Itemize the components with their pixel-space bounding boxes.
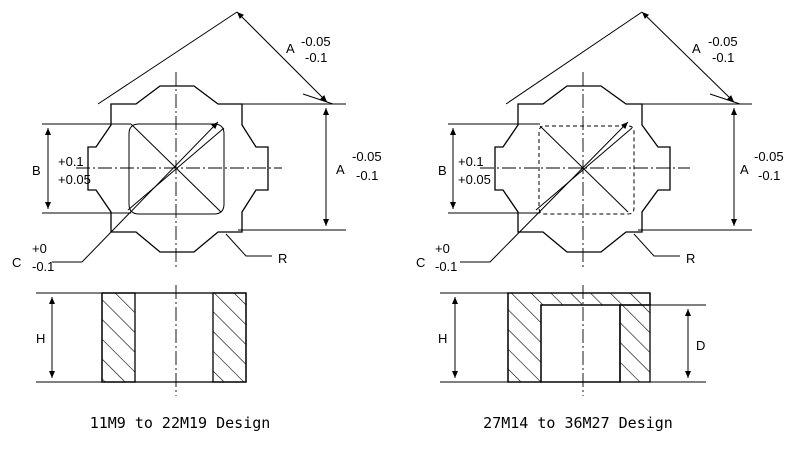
left-a-side-label: A — [336, 162, 345, 177]
left-star-outline — [87, 85, 269, 253]
right-side-hatch-right — [619, 304, 651, 383]
right-c-label: C — [416, 255, 425, 270]
right-b-label: B — [438, 163, 447, 178]
left-dim-h: H — [36, 292, 102, 383]
left-c-label: C — [12, 255, 21, 270]
right-a-side-tol-upper: -0.05 — [754, 149, 784, 164]
right-b-tol-upper: +0.1 — [458, 154, 484, 169]
right-a-top-label: A — [692, 41, 701, 56]
right-a-top-tol-lower: -0.1 — [712, 50, 734, 65]
right-inner-square — [538, 125, 635, 215]
left-side-view — [101, 285, 247, 396]
right-dim-h: H — [438, 292, 508, 383]
right-side-bore — [540, 304, 621, 383]
left-side-hatch-right — [212, 292, 247, 383]
left-b-tol-upper: +0.1 — [58, 154, 84, 169]
right-dim-a-side: A -0.05 -0.1 — [638, 103, 784, 231]
left-b-label: B — [32, 163, 41, 178]
left-diagonal-1 — [130, 123, 222, 213]
right-c-tol-upper: +0 — [435, 241, 450, 256]
right-h-label: H — [438, 331, 447, 346]
right-design: A -0.05 -0.1 A -0.05 -0.1 B +0.1 +0.05 C… — [416, 11, 784, 432]
right-a-top-tol-upper: -0.05 — [708, 34, 738, 49]
left-dim-a-top: A -0.05 -0.1 — [97, 11, 334, 105]
right-leader-c: C +0 -0.1 — [416, 121, 629, 274]
right-leader-r: R — [633, 233, 695, 266]
left-caption: 11M9 to 22M19 Design — [90, 414, 271, 432]
left-top-view — [76, 72, 282, 270]
right-side-view — [507, 285, 651, 396]
right-caption: 27M14 to 36M27 Design — [483, 414, 673, 432]
left-c-tol-upper: +0 — [32, 241, 47, 256]
left-h-label: H — [36, 331, 45, 346]
left-c-tol-lower: -0.1 — [32, 259, 54, 274]
left-r-label: R — [278, 251, 287, 266]
right-c-tol-lower: -0.1 — [435, 259, 457, 274]
right-b-tol-lower: +0.05 — [458, 172, 491, 187]
left-a-top-tol-upper: -0.05 — [301, 34, 331, 49]
right-dim-a-top: A -0.05 -0.1 — [505, 11, 741, 105]
right-star-outline — [494, 85, 671, 253]
left-a-side-tol-upper: -0.05 — [352, 149, 382, 164]
left-a-side-tol-lower: -0.1 — [356, 168, 378, 183]
left-design: A -0.05 -0.1 A -0.05 -0.1 B +0.1 +0.05 C… — [12, 11, 382, 432]
left-a-top-tol-lower: -0.1 — [305, 50, 327, 65]
left-dim-a-side: A -0.05 -0.1 — [238, 103, 382, 231]
right-diagonal-2 — [535, 127, 633, 211]
right-r-label: R — [686, 251, 695, 266]
left-b-tol-lower: +0.05 — [58, 172, 91, 187]
right-a-side-label: A — [740, 162, 749, 177]
left-dim-b: B +0.1 +0.05 — [32, 123, 131, 214]
right-dim-b: B +0.1 +0.05 — [438, 123, 540, 214]
left-leader-r: R — [225, 233, 287, 266]
left-side-hatch-left — [101, 292, 136, 383]
left-diagonal-2 — [127, 127, 225, 211]
left-leader-c: C +0 -0.1 — [12, 121, 219, 274]
left-a-top-label: A — [286, 41, 295, 56]
right-a-side-tol-lower: -0.1 — [758, 168, 780, 183]
right-top-view — [480, 72, 690, 270]
right-dim-d: D — [620, 304, 706, 383]
right-d-label: D — [696, 338, 705, 353]
